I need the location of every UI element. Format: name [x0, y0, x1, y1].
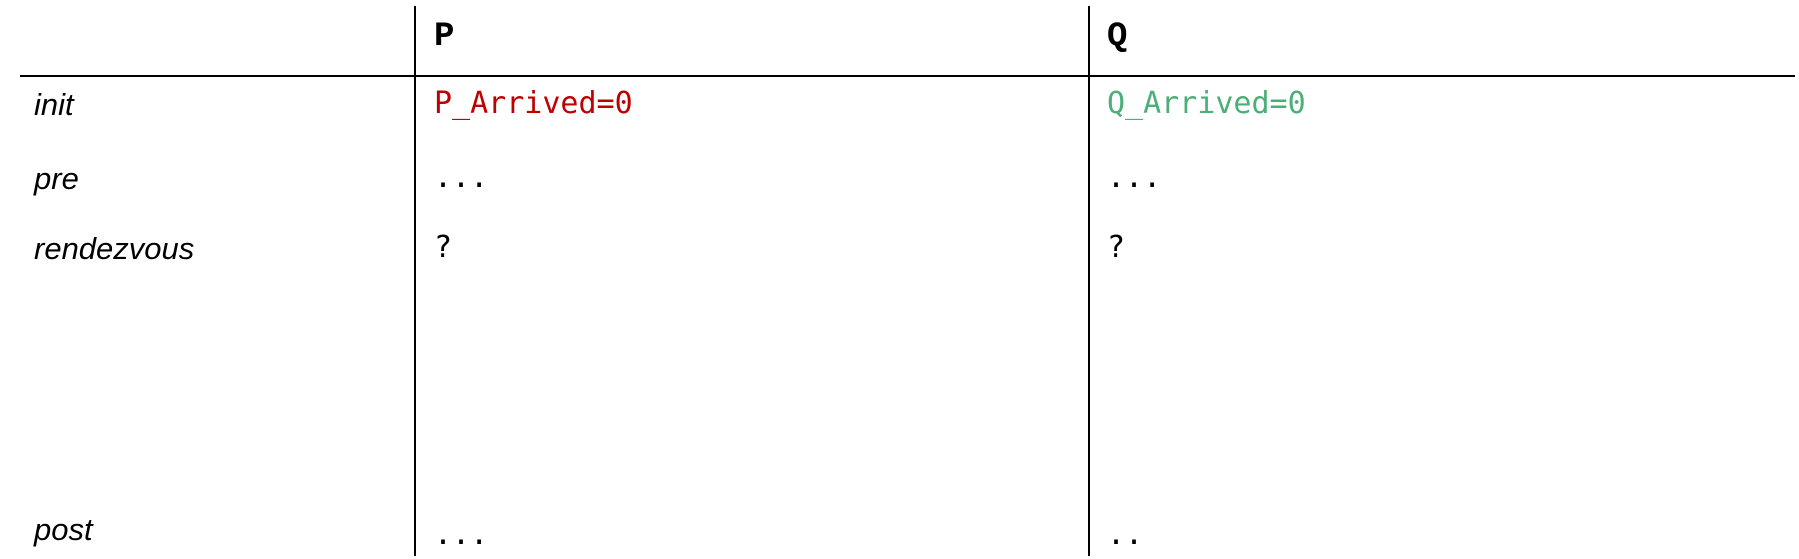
q-rendezvous-cell: ?	[1107, 230, 1126, 265]
row-label-pre: pre	[34, 161, 79, 196]
q-post-cell: ..	[1107, 517, 1144, 552]
column-header-p: P	[434, 18, 455, 56]
row-label-rendezvous: rendezvous	[34, 231, 195, 266]
p-init-cell: P_Arrived=0	[434, 86, 633, 121]
q-init-cell: Q_Arrived=0	[1107, 86, 1306, 121]
row-label-init: init	[34, 87, 74, 122]
q-pre-cell: ...	[1107, 160, 1162, 195]
column-divider-p	[414, 6, 416, 556]
column-divider-q	[1088, 6, 1090, 556]
header-divider	[20, 75, 1795, 77]
row-label-post: post	[34, 512, 93, 547]
column-header-q: Q	[1107, 18, 1128, 56]
p-rendezvous-cell: ?	[434, 230, 453, 265]
p-post-cell: ...	[434, 517, 489, 552]
p-pre-cell: ...	[434, 160, 489, 195]
